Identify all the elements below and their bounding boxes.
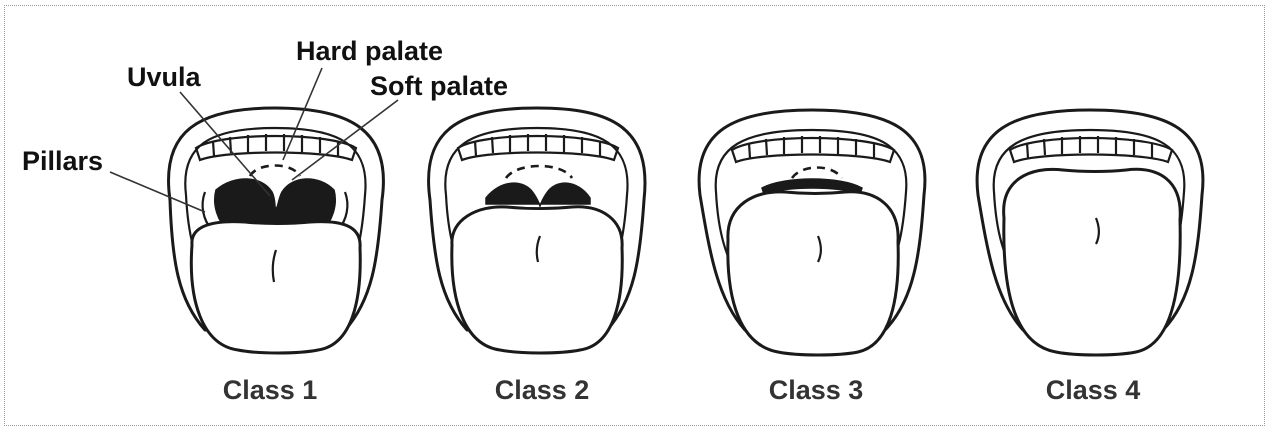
mouth-class-1 xyxy=(168,108,383,353)
mouth-class-4 xyxy=(977,110,1203,355)
caption-class-2: Class 2 xyxy=(495,375,590,405)
label-soft-palate: Soft palate xyxy=(370,71,508,101)
label-pillars: Pillars xyxy=(22,146,103,176)
label-uvula: Uvula xyxy=(127,62,202,92)
mouth-class-3 xyxy=(699,110,925,355)
mouth-class-2 xyxy=(429,108,645,353)
label-hard-palate: Hard palate xyxy=(296,36,443,66)
caption-class-1: Class 1 xyxy=(223,375,318,405)
caption-class-3: Class 3 xyxy=(769,375,864,405)
tongue xyxy=(191,222,360,353)
caption-class-4: Class 4 xyxy=(1046,375,1141,405)
